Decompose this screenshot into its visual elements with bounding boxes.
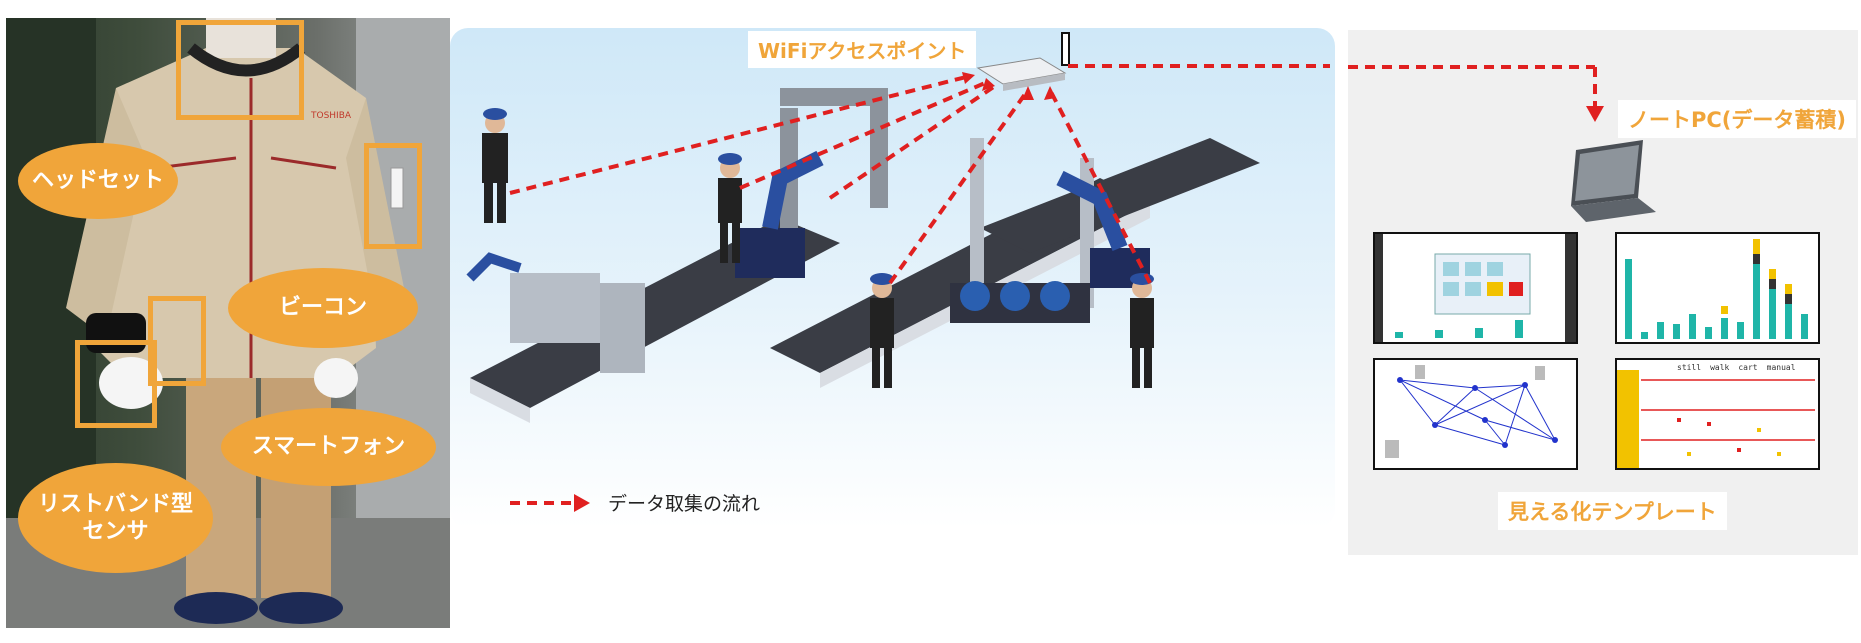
- template-thumbnail-barchart: [1615, 232, 1820, 344]
- shirt-logo-text: TOSHIBA: [310, 111, 352, 121]
- template-thumbnail-network-map: [1373, 358, 1578, 470]
- laptop-icon: [1571, 140, 1656, 222]
- flow-connector: [1348, 65, 1604, 122]
- smartphone-label: スマートフォン: [251, 434, 406, 460]
- wristband-callout: リストバンド型 センサ: [18, 463, 213, 573]
- headset-label: ヘッドセット: [31, 168, 164, 194]
- notebook-pc-label: ノートPC(データ蓄積): [1618, 100, 1856, 138]
- templates-label: 見える化テンプレート: [1498, 492, 1727, 530]
- factory-scene: WiFiアクセスポイント データ取集の流れ: [450, 28, 1335, 528]
- template-thumbnail-flowchart: [1373, 232, 1578, 344]
- visualization-panel: ノートPC(データ蓄積): [1348, 30, 1858, 555]
- headset-highlight: [176, 20, 304, 120]
- beacon-highlight: [364, 143, 422, 249]
- worker-photo: TOSHIBA ヘッドセット ビーコン スマートフォン リストバンド型 センサ: [6, 18, 450, 628]
- headset-callout: ヘッドセット: [18, 143, 178, 219]
- legend-still: still: [1677, 363, 1702, 372]
- template-thumbnail-timeline: still walk cart manual: [1615, 358, 1820, 470]
- legend-cart: cart: [1738, 363, 1758, 372]
- data-flow-legend-label: データ取集の流れ: [608, 493, 761, 515]
- legend-walk: walk: [1710, 363, 1730, 372]
- timeline-legend: still walk cart manual: [1677, 363, 1796, 372]
- legend-manual: manual: [1766, 363, 1796, 372]
- beacon-label: ビーコン: [278, 295, 367, 321]
- wifi-access-point-label: WiFiアクセスポイント: [748, 31, 977, 68]
- wristband-label: リストバンド型 センサ: [37, 491, 194, 545]
- smartphone-callout: スマートフォン: [221, 408, 436, 486]
- wristband-highlight: [75, 340, 157, 428]
- factory-illustration: [466, 32, 1330, 512]
- beacon-callout: ビーコン: [228, 268, 418, 348]
